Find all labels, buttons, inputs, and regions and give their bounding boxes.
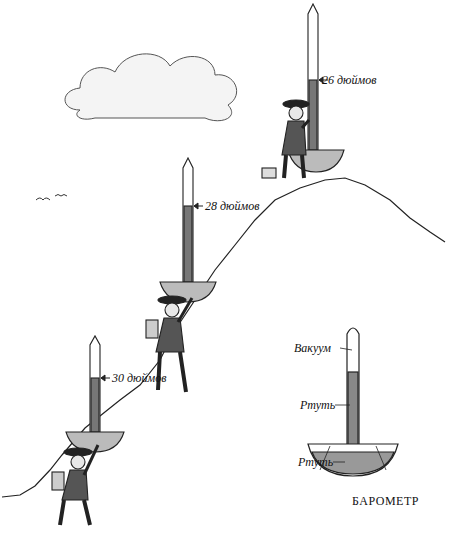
climber-bottom [52,336,124,525]
birds [36,195,67,201]
level-label: 28 дюймов [205,199,259,213]
cloud [65,54,237,121]
part-label: Вакуум [294,341,331,355]
level-label: 30 дюймов [112,371,166,385]
part-label: Ртуть [300,398,335,412]
mountain [2,178,445,497]
level-pointers [101,77,328,381]
climber-middle [146,158,216,392]
level-label: 26 дюймов [322,73,376,87]
caption-label: БАРОМЕТР [352,494,419,508]
climber-top [262,4,344,178]
part-label: Ртуть [298,455,333,469]
leader-lines [333,348,352,462]
